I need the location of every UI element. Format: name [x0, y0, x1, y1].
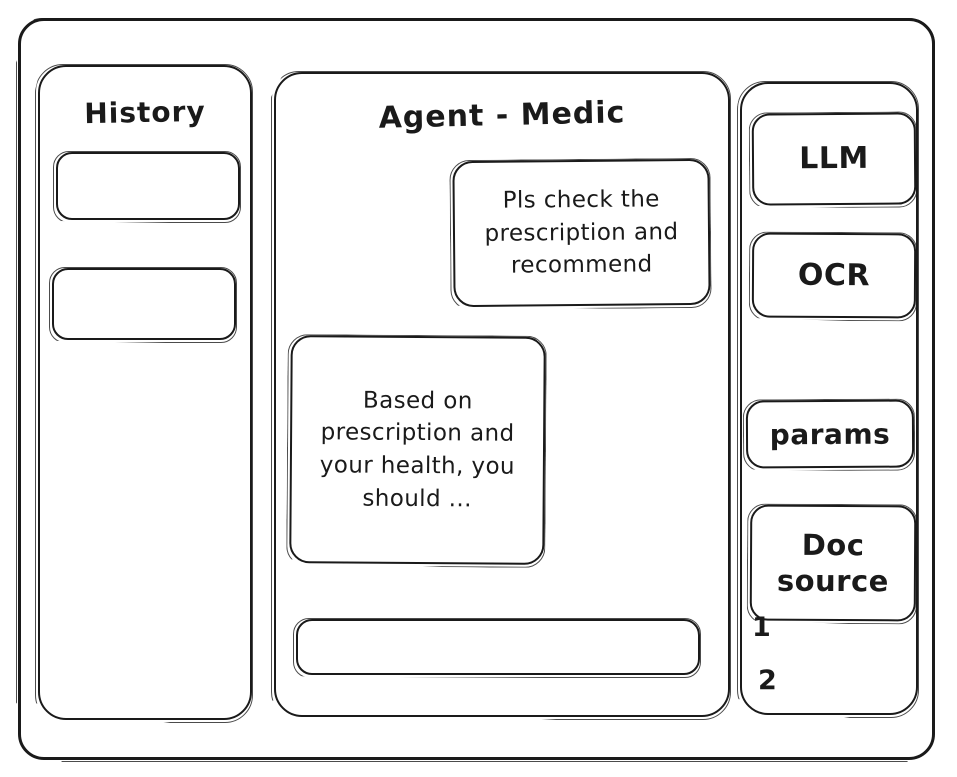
- tool-llm-button[interactable]: LLM: [751, 112, 917, 206]
- history-panel-title: History: [83, 94, 206, 131]
- tool-params-button[interactable]: params: [745, 399, 915, 469]
- doc-source-ref-2[interactable]: 2: [758, 665, 777, 696]
- tool-doc-source-label: Doc source: [776, 527, 889, 599]
- history-item-1[interactable]: [56, 152, 240, 220]
- history-item-2[interactable]: [52, 268, 236, 340]
- tool-ocr-button[interactable]: OCR: [751, 232, 917, 319]
- doc-source-ref-1[interactable]: 1: [752, 612, 771, 643]
- tool-llm-label: LLM: [799, 141, 869, 177]
- history-panel: [38, 65, 252, 720]
- user-message-text: Pls check the prescription and recommend: [484, 186, 679, 279]
- tool-doc-source-button[interactable]: Doc source: [749, 504, 917, 622]
- user-message-bubble: Pls check the prescription and recommend: [452, 158, 711, 308]
- app-frame: [18, 18, 935, 760]
- assistant-message-bubble: Based on prescription and your health, y…: [289, 335, 546, 565]
- tools-panel: [740, 82, 918, 715]
- tool-ocr-label: OCR: [797, 257, 871, 293]
- assistant-message-text: Based on prescription and your health, y…: [319, 387, 516, 513]
- message-input[interactable]: [296, 619, 700, 675]
- chat-panel: [274, 72, 730, 717]
- tool-params-label: params: [769, 417, 891, 451]
